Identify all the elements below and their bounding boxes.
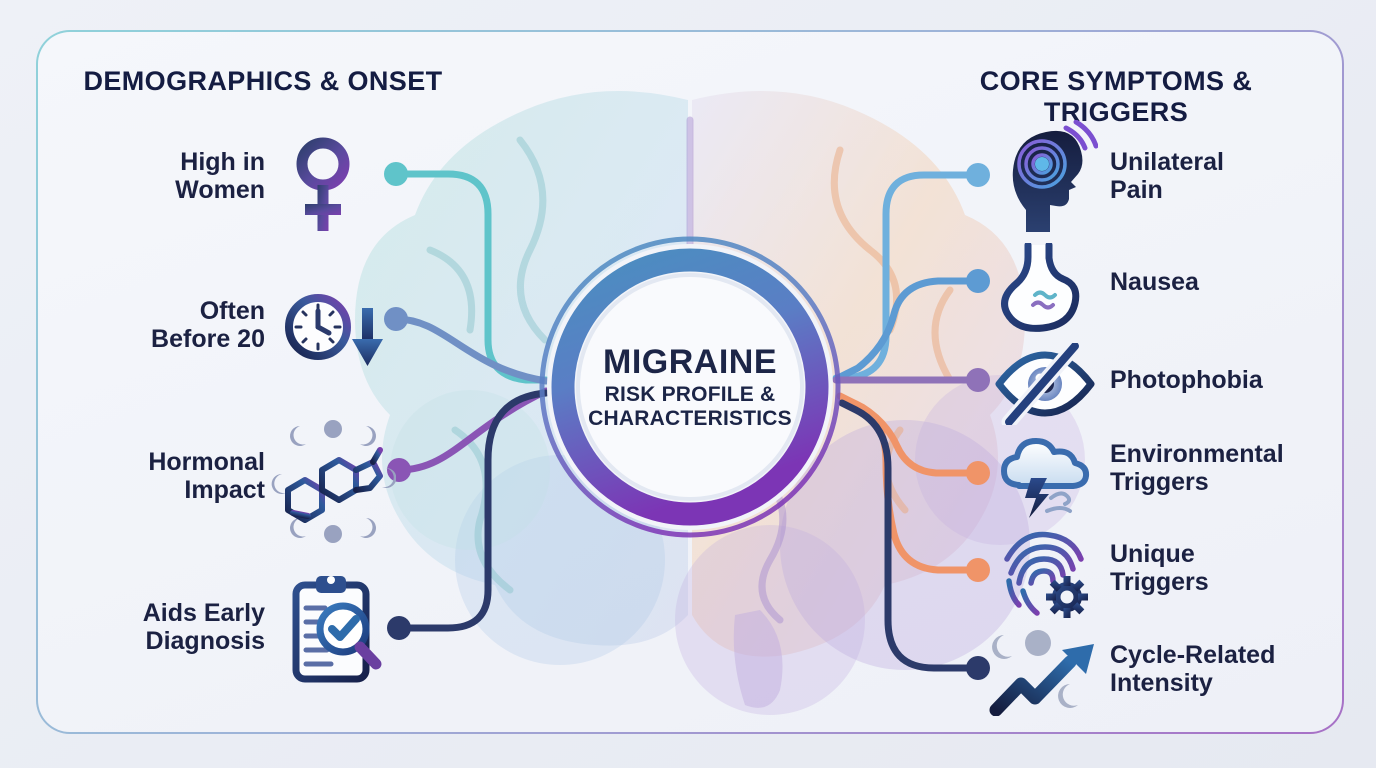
connector-lines xyxy=(392,170,982,672)
center-subtitle-2: CHARACTERISTICS xyxy=(588,406,792,430)
center-circle: MIGRAINE RISK PROFILE & CHARACTERISTICS xyxy=(586,283,794,491)
hormone-molecule-icon xyxy=(270,418,396,544)
left-section-title: DEMOGRAPHICS & ONSET xyxy=(83,66,443,96)
connector-dots xyxy=(384,162,990,680)
connector-high-in-women xyxy=(392,170,550,384)
label-cycle-related-intensity: Cycle-Related Intensity xyxy=(1110,641,1276,697)
label-aids-early-diagnosis: Aids Early Diagnosis xyxy=(142,599,265,655)
right-section-title: CORE SYMPTOMS & TRIGGERS xyxy=(979,66,1253,127)
label-unique-triggers: Unique Triggers xyxy=(1110,540,1209,596)
connector-nausea xyxy=(832,277,982,383)
eye-slash-icon xyxy=(993,343,1098,425)
trend-arrow-icon xyxy=(988,626,1100,716)
connector-unilateral-pain xyxy=(832,171,982,382)
connector-aids-early-diagnosis xyxy=(395,389,550,632)
center-subtitle-1: RISK PROFILE & xyxy=(604,382,776,406)
center-title: MIGRAINE xyxy=(603,342,777,381)
clock-arrow-icon xyxy=(278,282,390,372)
label-unilateral-pain: Unilateral Pain xyxy=(1110,148,1224,204)
label-photophobia: Photophobia xyxy=(1110,366,1263,394)
storm-cloud-icon xyxy=(995,428,1090,520)
connector-cycle-related-intensity xyxy=(838,399,982,672)
brain-stem xyxy=(733,610,783,708)
central-ring xyxy=(539,236,841,538)
dot-aids-early-diagnosis xyxy=(387,616,411,640)
dot-cycle-related-intensity xyxy=(966,656,990,680)
stomach-icon xyxy=(995,243,1087,333)
fingerprint-gear-icon xyxy=(995,527,1095,619)
connector-often-before-20 xyxy=(392,315,550,385)
dot-unilateral-pain xyxy=(966,163,990,187)
diagnosis-clipboard-icon xyxy=(283,572,388,687)
connector-hormonal-impact xyxy=(395,387,550,474)
dot-nausea xyxy=(966,269,990,293)
dot-hormonal-impact xyxy=(387,458,411,482)
dot-environmental-triggers xyxy=(966,461,990,485)
label-environmental-triggers: Environmental Triggers xyxy=(1110,440,1284,496)
label-often-before-20: Often Before 20 xyxy=(151,297,265,353)
label-high-in-women: High in Women xyxy=(175,148,265,204)
dot-unique-triggers xyxy=(966,558,990,582)
label-hormonal-impact: Hormonal Impact xyxy=(148,448,265,504)
head-pain-icon xyxy=(998,120,1098,235)
female-symbol-icon xyxy=(288,136,358,236)
label-nausea: Nausea xyxy=(1110,268,1199,296)
dot-high-in-women xyxy=(384,162,408,186)
dot-often-before-20 xyxy=(384,307,408,331)
dot-photophobia xyxy=(966,368,990,392)
